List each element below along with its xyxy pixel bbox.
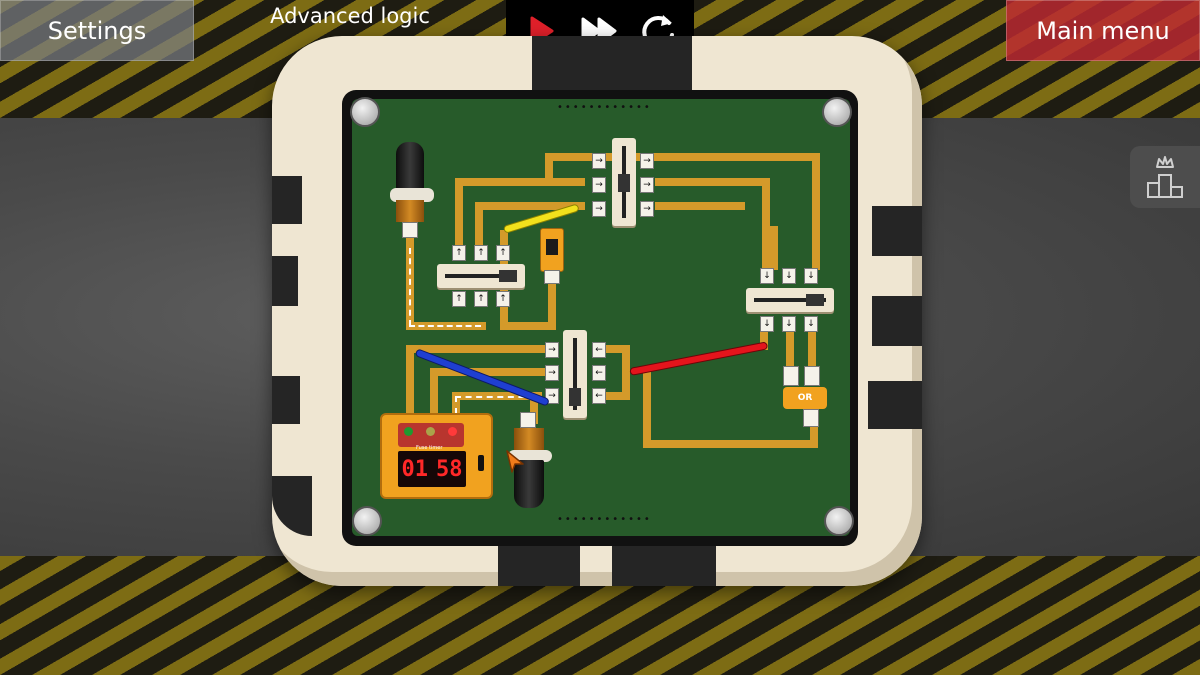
vent-holes: ••••••••••••: [557, 102, 652, 113]
circuit-trace: [622, 345, 630, 400]
switch-pin: ↑: [452, 291, 466, 307]
switch-pin: ↓: [782, 316, 796, 332]
switch-pin: ←: [592, 365, 606, 381]
yellow-led-icon: [426, 427, 435, 436]
or-gate[interactable]: OR: [783, 387, 827, 409]
switch-pin: →: [545, 342, 559, 358]
circuit-trace: [455, 178, 585, 186]
pointer-cursor-icon: [506, 450, 524, 473]
switch-pin: →: [592, 153, 606, 169]
circuit-trace: [760, 320, 768, 350]
shell-stripe: [272, 256, 298, 306]
circuit-trace: [762, 178, 770, 270]
timer-indicator-panel: Fuse timer: [398, 423, 464, 451]
switch-pin: ↓: [804, 316, 818, 332]
switch-pin: ↑: [496, 291, 510, 307]
switch-pin: ↑: [474, 245, 488, 261]
bomb-timer: Fuse timer 01 58: [380, 413, 493, 499]
circuit-trace: [812, 153, 820, 270]
fuse-component[interactable]: [540, 228, 564, 272]
switch-pin: ←: [592, 342, 606, 358]
podium-crown-icon: [1147, 156, 1183, 198]
switch-pin: →: [592, 177, 606, 193]
circuit-trace: [430, 368, 438, 415]
circuit-trace: [475, 202, 585, 210]
shell-stripe: [872, 296, 922, 346]
current-flow: [409, 325, 481, 327]
circuit-trace: [548, 280, 556, 330]
circuit-trace: [430, 368, 550, 376]
main-menu-label: Main menu: [1036, 16, 1170, 45]
current-flow: [455, 396, 457, 414]
switch-pin: →: [592, 201, 606, 217]
toggle-switch-left[interactable]: [437, 264, 525, 288]
settings-label: Settings: [47, 16, 147, 45]
circuit-trace: [643, 370, 651, 448]
circuit-trace: [475, 202, 483, 248]
circuit-trace: [545, 153, 820, 161]
circuit-trace: [500, 322, 555, 330]
or-gate-label: OR: [797, 393, 813, 403]
toggle-switch-bottom[interactable]: [563, 330, 587, 418]
current-flow: [409, 248, 411, 326]
circuit-trace: [643, 440, 818, 448]
battery-top[interactable]: [390, 142, 434, 242]
fuse-base: [544, 270, 560, 284]
switch-pin: ↓: [760, 268, 774, 284]
circuit-trace: [530, 392, 538, 424]
switch-pin: →: [640, 177, 654, 193]
vent-holes: ••••••••••••: [557, 514, 652, 525]
switch-pin: ↑: [452, 245, 466, 261]
main-menu-button[interactable]: Main menu: [1006, 0, 1200, 61]
circuit-trace: [406, 345, 414, 415]
circuit-trace: [770, 226, 778, 270]
screw-icon: [352, 506, 382, 536]
gate-pin: [803, 409, 819, 427]
switch-pin: ↑: [474, 291, 488, 307]
timer-brand: Fuse timer: [416, 445, 443, 451]
gate-pin: [783, 366, 799, 386]
circuit-trace: [545, 153, 553, 183]
toggle-switch-right[interactable]: [746, 288, 834, 312]
leaderboard-button[interactable]: [1130, 146, 1200, 208]
shell-stripe: [612, 544, 716, 586]
gate-pin: [804, 366, 820, 386]
current-flow: [455, 396, 535, 398]
circuit-trace: [600, 345, 630, 353]
screw-icon: [824, 506, 854, 536]
timer-minutes: 01: [401, 456, 429, 482]
level-title: Advanced logic: [270, 4, 430, 28]
timer-clip: [478, 455, 484, 471]
toggle-switch-top[interactable]: [612, 138, 636, 226]
screw-icon: [350, 97, 380, 127]
switch-pin: ↓: [804, 268, 818, 284]
green-led-icon: [404, 427, 413, 436]
shell-stripe: [272, 376, 300, 424]
screw-icon: [822, 97, 852, 127]
circuit-trace: [655, 202, 745, 210]
circuit-trace: [655, 178, 770, 186]
settings-button[interactable]: Settings: [0, 0, 194, 61]
switch-pin: →: [545, 365, 559, 381]
switch-pin: ↓: [760, 316, 774, 332]
circuit-trace: [808, 328, 816, 378]
circuit-trace: [600, 392, 630, 400]
switch-pin: ↑: [496, 245, 510, 261]
shell-stripe: [532, 36, 692, 92]
shell-stripe: [868, 381, 922, 429]
circuit-trace: [406, 345, 551, 353]
red-led-icon: [448, 427, 457, 436]
battery-bottom[interactable]: [508, 412, 554, 510]
switch-pin: ←: [592, 388, 606, 404]
timer-display: 01 58: [398, 451, 466, 487]
switch-pin: →: [640, 153, 654, 169]
switch-pin: ↓: [782, 268, 796, 284]
timer-seconds: 58: [436, 456, 463, 482]
circuit-trace: [786, 328, 794, 378]
shell-stripe: [498, 544, 580, 586]
shell-stripe: [872, 206, 922, 256]
circuit-trace: [455, 178, 463, 248]
switch-pin: →: [640, 201, 654, 217]
shell-stripe: [272, 176, 302, 224]
